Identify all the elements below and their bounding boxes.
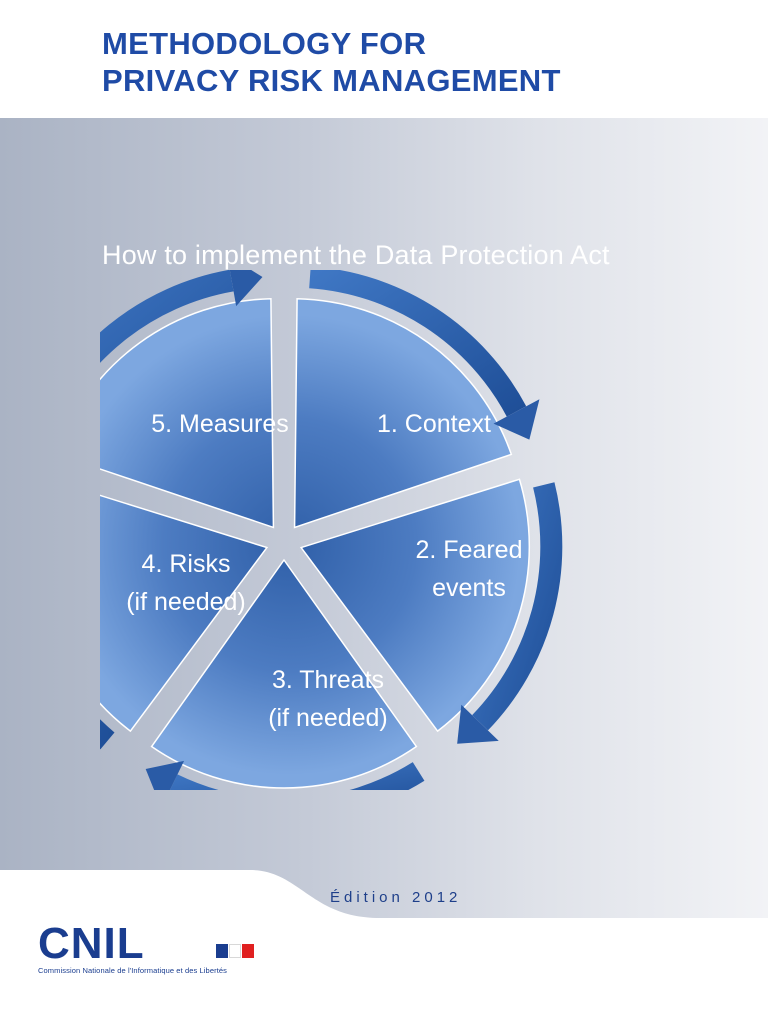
cycle-arrow-2 — [472, 482, 563, 731]
segment-label-line: events — [432, 574, 506, 602]
segment-label-line: (if needed) — [126, 588, 246, 616]
arrowhead-1 — [493, 399, 540, 440]
cycle-arrow-5 — [100, 270, 234, 364]
segment-2 — [299, 478, 530, 733]
segment-label-line: 4. Risks — [142, 550, 231, 578]
segment-label-line: (if needed) — [268, 704, 388, 732]
flag-icon — [216, 944, 256, 958]
arrowhead-3 — [145, 760, 185, 790]
segment-5 — [100, 297, 275, 529]
segment-1 — [293, 297, 513, 529]
segment-label-line: 5. Measures — [151, 410, 289, 438]
segment-label-5: 5. Measures — [151, 410, 289, 438]
cycle-diagram: 1. Context 2. Feared events 3. Threats (if n… — [100, 270, 563, 790]
title-line-2: PRIVACY RISK MANAGEMENT — [102, 63, 561, 98]
footer-curve — [0, 870, 768, 1024]
segment-label-1: 1. Context — [377, 410, 491, 438]
segment-label-2: 2. Feared events — [415, 536, 522, 602]
segment-label-3: 3. Threats (if needed) — [268, 666, 388, 732]
segment-label-line: 1. Context — [377, 410, 491, 438]
logo-wordmark: CNIL — [38, 919, 145, 968]
title-line-1: METHODOLOGY FOR — [102, 26, 427, 61]
arrowhead-5 — [229, 270, 263, 307]
segment-label-line: 2. Feared — [415, 536, 522, 564]
segment-label-line: 3. Threats — [272, 666, 384, 694]
header: METHODOLOGY FOR PRIVACY RISK MANAGEMENT — [0, 0, 768, 118]
arrowhead-2 — [457, 704, 499, 744]
logo-caption: Commission Nationale de l'Informatique e… — [38, 966, 228, 975]
cycle-arrow-3 — [169, 762, 425, 790]
subtitle: How to implement the Data Protection Act — [102, 240, 610, 270]
segment-4 — [100, 494, 269, 733]
edition-label: Édition 2012 — [330, 889, 462, 906]
cnil-logo: CNIL Commission Nationale de l'Informati… — [38, 922, 270, 978]
segment-3 — [150, 558, 418, 789]
cycle-arrow-1 — [309, 270, 527, 417]
segment-label-4: 4. Risks (if needed) — [126, 550, 246, 616]
